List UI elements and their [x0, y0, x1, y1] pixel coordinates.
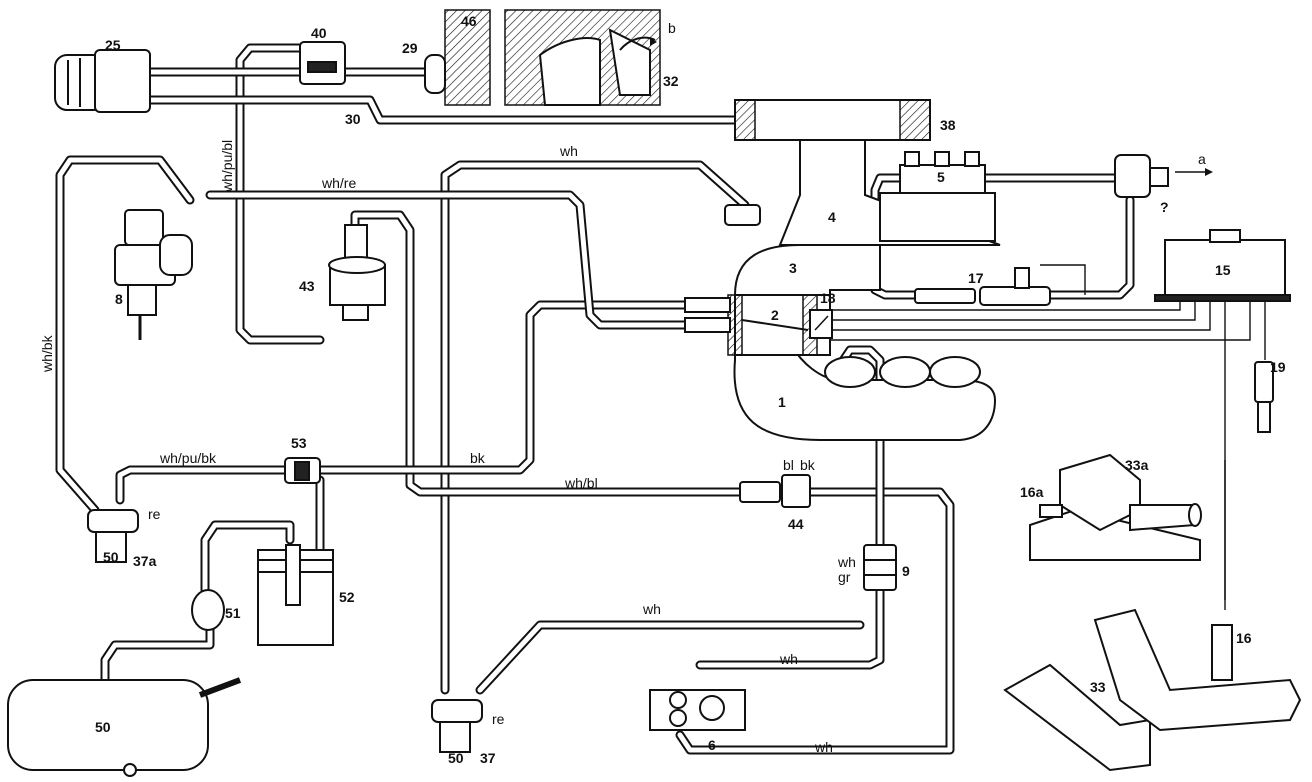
hose-label-wh-top: wh — [559, 143, 578, 159]
hose-label-gr-9: gr — [838, 569, 851, 585]
hose-label-re-37a: re — [148, 506, 161, 522]
distributor-8 — [114, 209, 193, 340]
hose-labels: wh wh/re wh/pu/bl wh/bk wh/pu/bk bk wh/b… — [39, 140, 856, 755]
label-7: ? — [1160, 199, 1169, 215]
label-38: 38 — [940, 117, 956, 133]
catalyst-33a — [1029, 453, 1202, 561]
label-17: 17 — [968, 270, 984, 286]
label-19: 19 — [1270, 359, 1286, 375]
label-46: 46 — [461, 13, 477, 29]
label-29: 29 — [402, 40, 418, 56]
label-30: 30 — [345, 111, 361, 127]
label-37a: 37a — [133, 553, 157, 569]
component-labels: 1 2 3 4 5 6 ? 8 9 15 16 16a 17 18 19 25 … — [95, 13, 1286, 766]
label-8: 8 — [115, 291, 123, 307]
label-37: 37 — [480, 750, 496, 766]
label-16: 16 — [1236, 630, 1252, 646]
label-52: 52 — [339, 589, 355, 605]
hose-wh-top — [440, 160, 750, 695]
switch-6 — [649, 689, 746, 731]
air-pump-25 — [54, 49, 151, 113]
hose-label-wh-pu-bk: wh/pu/bk — [159, 450, 217, 466]
hose-label-wh-bottom: wh — [814, 739, 833, 755]
label-32: 32 — [663, 73, 679, 89]
regulator-7 — [1114, 154, 1169, 198]
label-2: 2 — [771, 307, 779, 323]
label-6: 6 — [708, 737, 716, 753]
label-5: 5 — [937, 169, 945, 185]
hose-label-wh-9: wh — [837, 554, 856, 570]
vacuum-hoses — [55, 43, 1135, 755]
cylinder-head-46 — [444, 9, 661, 106]
hose-label-wh-mid: wh — [642, 601, 661, 617]
exhaust-33 — [1003, 608, 1302, 772]
arrow-label-a: a — [1198, 151, 1206, 167]
label-18: 18 — [820, 290, 836, 306]
throttle-body-2 — [684, 294, 831, 356]
fuel-tank-50 — [7, 677, 242, 777]
hose-7-17 — [1045, 195, 1135, 300]
switch-37 — [431, 699, 483, 753]
label-33: 33 — [1090, 679, 1106, 695]
hose-43-44 — [350, 210, 745, 497]
valve-9 — [863, 544, 897, 591]
hose-label-bk: bk — [470, 450, 486, 466]
switch-18 — [809, 309, 833, 339]
valve-40 — [299, 41, 346, 85]
hose-label-bl: bl — [783, 457, 794, 473]
hose-label-wh-bl: wh/bl — [564, 475, 598, 491]
hose-bk — [315, 300, 695, 475]
label-15: 15 — [1215, 262, 1231, 278]
label-16a: 16a — [1020, 484, 1044, 500]
label-50-switch-37a: 50 — [103, 549, 119, 565]
hose-wh-pu-bk — [115, 465, 290, 505]
hose-label-wh-bk: wh/bk — [39, 334, 55, 373]
label-4: 4 — [828, 209, 836, 225]
label-33a: 33a — [1125, 457, 1149, 473]
fuel-distributor-5 — [879, 151, 996, 242]
hose-label-wh-low: wh — [779, 651, 798, 667]
canister-52 — [257, 544, 334, 646]
tee-53 — [284, 457, 321, 484]
hose-wh-mid — [475, 620, 865, 695]
label-43: 43 — [299, 278, 315, 294]
hose-label-re-37: re — [492, 711, 505, 727]
intake-manifold-1 — [733, 349, 997, 441]
hose-label-bk-44: bk — [800, 457, 816, 473]
hose-label-wh-re: wh/re — [321, 175, 356, 191]
label-40: 40 — [311, 25, 327, 41]
label-3: 3 — [789, 260, 797, 276]
flow-arrows: a b — [668, 20, 1213, 176]
label-9: 9 — [902, 563, 910, 579]
label-44: 44 — [788, 516, 804, 532]
sensor-17 — [914, 267, 1051, 306]
electrical-wires — [830, 264, 1266, 610]
label-25: 25 — [105, 37, 121, 53]
air-duct-38 — [734, 99, 931, 141]
label-1: 1 — [778, 394, 786, 410]
vacuum-valve-43 — [328, 224, 386, 321]
arrow-label-b: b — [668, 20, 676, 36]
valve-44 — [739, 474, 811, 508]
sensor-19 — [1254, 361, 1274, 433]
valve-29 — [424, 54, 446, 94]
control-unit-15 — [1154, 229, 1291, 302]
label-50: 50 — [95, 719, 111, 735]
air-flow-meter-3 — [724, 204, 881, 296]
label-50-switch-37: 50 — [448, 750, 464, 766]
filter-51 — [191, 589, 225, 631]
label-53: 53 — [291, 435, 307, 451]
hose-label-wh-pu-bl: wh/pu/bl — [219, 140, 235, 193]
label-51: 51 — [225, 605, 241, 621]
switch-37a — [87, 509, 139, 563]
